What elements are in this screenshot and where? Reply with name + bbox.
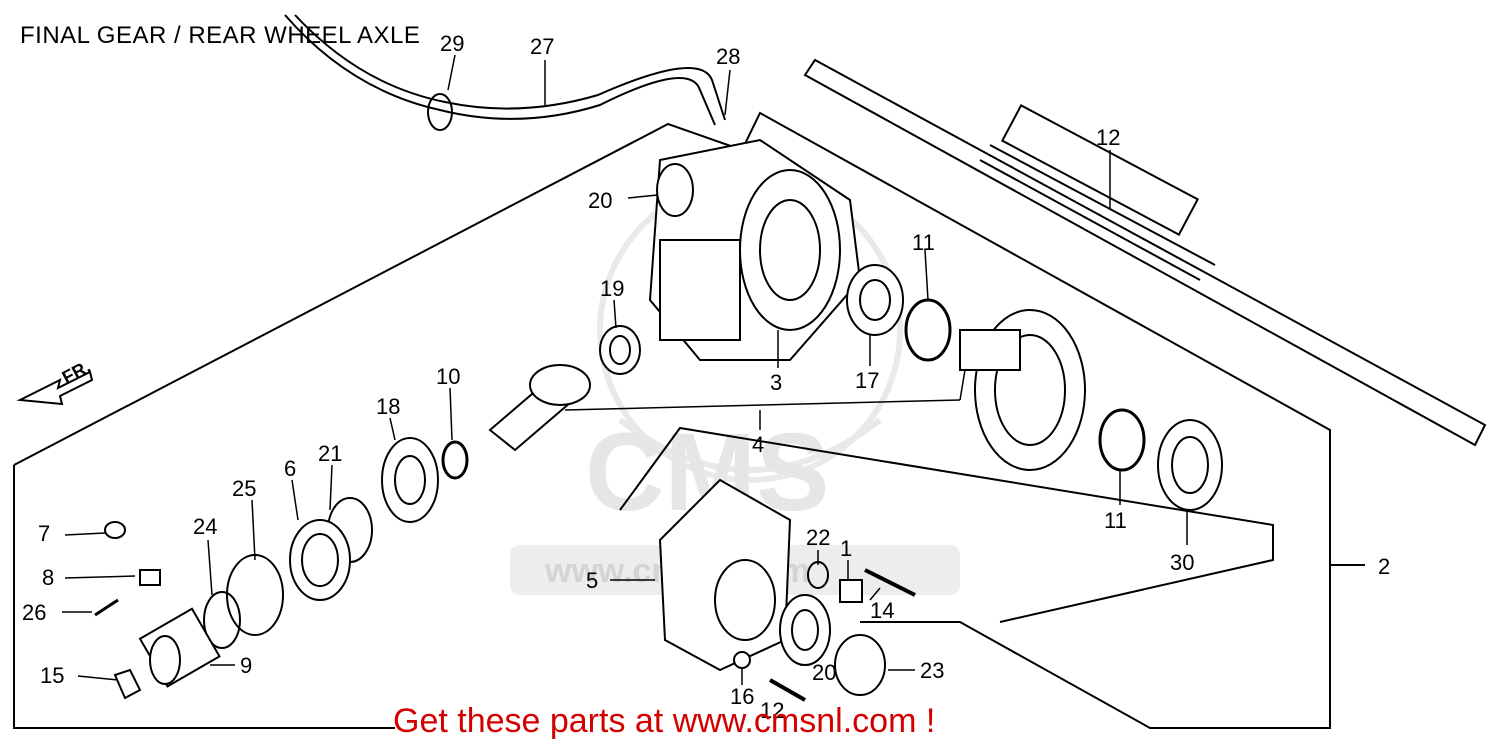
callout-22: 22 [806, 525, 831, 550]
callout-12-axle: 12 [1096, 125, 1121, 150]
callout-20-lower: 20 [812, 660, 837, 685]
diagram-title: FINAL GEAR / REAR WHEEL AXLE [20, 22, 421, 49]
callout-21: 21 [318, 441, 343, 466]
snap-ring-upper [904, 298, 952, 362]
callout-9: 9 [240, 653, 253, 678]
needle-bearing-19 [599, 325, 641, 375]
breather-hose [284, 14, 726, 131]
snap-ring-10 [441, 440, 469, 480]
part-8 [139, 569, 161, 586]
callout-25: 25 [232, 476, 257, 501]
callout-28: 28 [716, 44, 741, 69]
callout-30: 30 [1170, 550, 1195, 575]
callout-3: 3 [770, 370, 783, 395]
callout-24: 24 [193, 514, 218, 539]
oil-seal-top [656, 163, 694, 217]
callout-20-upper: 20 [588, 188, 613, 213]
callout-11-upper: 11 [912, 230, 935, 255]
callout-8: 8 [42, 565, 55, 590]
callout-10: 10 [436, 364, 461, 389]
callout-7: 7 [38, 521, 51, 546]
callout-18: 18 [376, 394, 401, 419]
callout-15: 15 [40, 663, 65, 688]
nut-15 [113, 668, 142, 700]
callout-19: 19 [600, 276, 625, 301]
callout-1: 1 [840, 536, 853, 561]
callout-27: 27 [530, 34, 555, 59]
washer-16 [733, 651, 751, 669]
plug-1 [839, 579, 863, 603]
bearing-30 [1157, 419, 1223, 511]
o-ring-23 [834, 634, 886, 696]
front-arrow-icon [16, 370, 94, 406]
assembly-outline [13, 111, 1365, 729]
rear-axle-shaft [803, 58, 1487, 447]
ring-gear [959, 309, 1086, 471]
callout-16: 16 [730, 684, 755, 709]
coupling [289, 497, 373, 601]
callout-14: 14 [870, 598, 895, 623]
callout-4: 4 [752, 432, 765, 457]
o-ring-25 [226, 554, 284, 636]
callout-26: 26 [22, 600, 47, 625]
bolt-12 [769, 678, 806, 702]
callout-11-lower: 11 [1104, 508, 1127, 533]
callout-17: 17 [855, 368, 880, 393]
callout-5: 5 [586, 568, 599, 593]
callout-23: 23 [920, 658, 945, 683]
bearing-18 [381, 437, 439, 523]
callout-12-bolt: 12 [760, 698, 785, 723]
leader-lines [62, 54, 1188, 685]
snap-ring-lower [1098, 408, 1146, 472]
joint-9 [138, 607, 221, 688]
pinion-gear [488, 364, 591, 452]
washer-24 [203, 591, 241, 649]
bearing-17 [846, 264, 904, 336]
part-26 [94, 598, 119, 617]
seal-20-lower [779, 594, 831, 666]
promo-link-text[interactable]: Get these parts at www.cmsnl.com ! [393, 702, 936, 740]
callout-2: 2 [1378, 554, 1391, 579]
final-gear-case [648, 138, 862, 361]
callout-29: 29 [440, 31, 465, 56]
part-7 [104, 521, 126, 539]
bolt-14 [864, 568, 916, 597]
callout-6: 6 [284, 456, 297, 481]
gear-case-cover [658, 478, 792, 672]
